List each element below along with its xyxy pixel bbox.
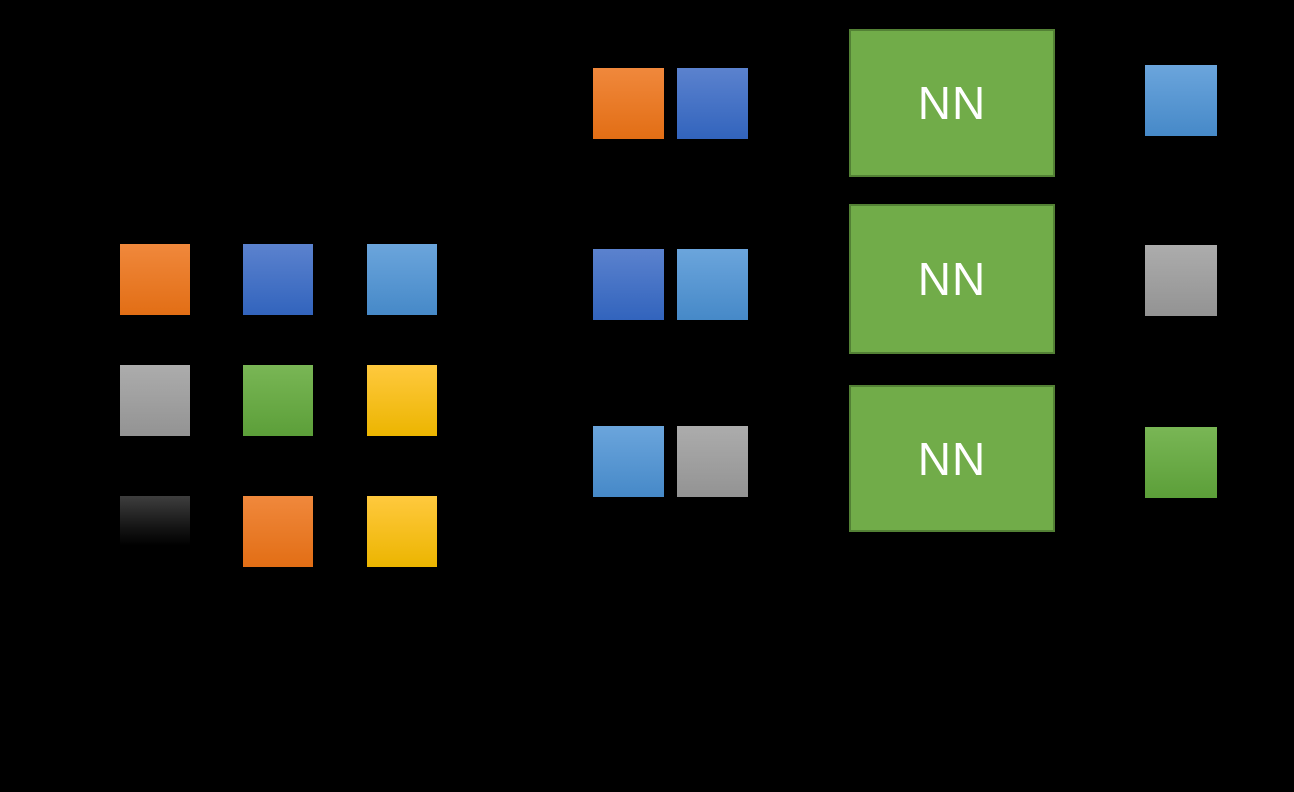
pair-square-blue: [593, 249, 664, 320]
output-square-green: [1145, 427, 1217, 498]
input-square-yellow: [367, 365, 437, 436]
input-square-black: [120, 496, 190, 567]
pair-square-blue: [677, 68, 748, 139]
input-square-light-blue: [367, 244, 437, 315]
nn-box-label: NN: [917, 77, 987, 129]
input-square-gray: [120, 365, 190, 436]
pair-square-orange: [593, 68, 664, 139]
nn-box-label: NN: [917, 253, 987, 305]
input-square-orange: [243, 496, 313, 567]
pair-square-gray: [677, 426, 748, 497]
pair-square-light-blue: [593, 426, 664, 497]
nn-box: NN: [849, 29, 1055, 177]
input-square-green: [243, 365, 313, 436]
nn-box-label: NN: [917, 432, 987, 485]
output-square-light-blue: [1145, 65, 1217, 136]
output-square-gray: [1145, 245, 1217, 316]
input-square-yellow: [367, 496, 437, 567]
nn-box: NN: [849, 385, 1055, 532]
nn-box: NN: [849, 204, 1055, 354]
input-square-orange: [120, 244, 190, 315]
input-square-blue: [243, 244, 313, 315]
pair-square-light-blue: [677, 249, 748, 320]
